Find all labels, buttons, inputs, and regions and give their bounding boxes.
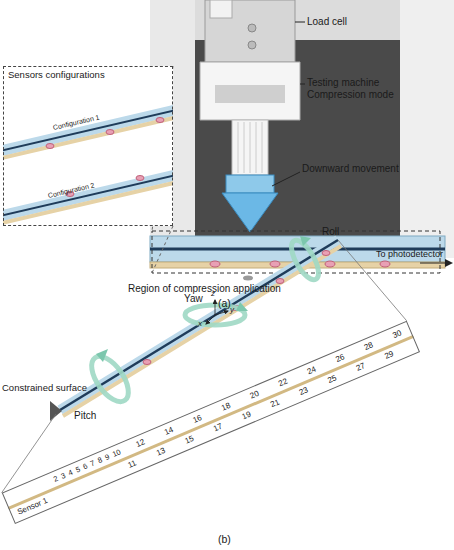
indenter-stem bbox=[232, 120, 268, 175]
sensor-number: 28 bbox=[363, 341, 375, 353]
indenter-head bbox=[226, 175, 274, 193]
configuration-label: Configuration 2 bbox=[47, 182, 95, 200]
roll-ring bbox=[286, 236, 324, 283]
sensor-number: Sensor 1 bbox=[16, 497, 49, 518]
rotation-arrowhead bbox=[300, 236, 311, 246]
sensor-number: 23 bbox=[298, 386, 310, 398]
sensor-dot bbox=[106, 130, 114, 135]
axis-arrow bbox=[206, 315, 215, 324]
indenter-pins bbox=[238, 122, 262, 173]
part-label: Load cell bbox=[307, 16, 347, 28]
magnify-line bbox=[2, 414, 56, 493]
sensor-number: 29 bbox=[384, 350, 396, 362]
sensor-number: 16 bbox=[192, 414, 204, 426]
sensor-rod bbox=[3, 175, 173, 216]
sensor-number: 26 bbox=[335, 353, 347, 365]
inset-frame: Sensors configurationsConfiguration 1 Con… bbox=[3, 66, 173, 226]
substrate-strip bbox=[3, 182, 173, 223]
sensor-dot bbox=[325, 261, 335, 267]
configuration-label: Configuration 1 bbox=[52, 114, 100, 132]
sensor-dot bbox=[156, 118, 164, 123]
sensor-dot bbox=[380, 261, 390, 267]
magnify-line bbox=[152, 226, 173, 273]
constraint-symbol bbox=[50, 401, 62, 421]
sensor-rod bbox=[3, 110, 173, 151]
sensor-number: 17 bbox=[212, 423, 224, 435]
sensor-number: 2 bbox=[52, 475, 59, 484]
sensor-number: 22 bbox=[278, 378, 290, 390]
machine-interior bbox=[195, 40, 400, 240]
sensor-number: 14 bbox=[163, 426, 175, 438]
sensor-dot bbox=[143, 360, 151, 365]
sensor-number: 13 bbox=[155, 447, 167, 459]
compression-mark bbox=[243, 276, 253, 281]
leader-line bbox=[295, 22, 305, 23]
leader-line bbox=[272, 172, 300, 186]
inset-fibers bbox=[3, 66, 173, 226]
optical-fiber bbox=[3, 110, 173, 151]
rotation-label: Yaw bbox=[184, 293, 203, 305]
sensor-number: 21 bbox=[270, 398, 282, 410]
machine-column bbox=[400, 0, 454, 258]
sensor-number: 5 bbox=[75, 466, 82, 475]
sensor-dot bbox=[276, 279, 284, 284]
sensor-number: 10 bbox=[111, 448, 122, 459]
sensor-number: 25 bbox=[327, 374, 339, 386]
rotation-arrowhead bbox=[236, 302, 248, 311]
screw bbox=[248, 24, 256, 32]
sensor-number: 19 bbox=[241, 410, 253, 422]
sensor-number: 30 bbox=[392, 329, 404, 341]
sensor-number: 15 bbox=[184, 435, 196, 447]
load-cell-connector bbox=[210, 0, 232, 18]
part-label: Testing machine Compression mode bbox=[307, 77, 407, 100]
output-label: To photodetector bbox=[376, 249, 443, 259]
rotation-label: Roll bbox=[322, 226, 339, 238]
sensor-number: 6 bbox=[82, 462, 89, 471]
sensor-number: 11 bbox=[127, 459, 138, 470]
inset-fiber bbox=[8, 336, 413, 508]
part-label: Constrained surface bbox=[2, 383, 87, 394]
panel-label: (b) bbox=[218, 533, 231, 545]
sensor-number: 7 bbox=[89, 459, 96, 468]
rotation-label: Pitch bbox=[74, 410, 96, 422]
sensor-number: 20 bbox=[249, 390, 261, 402]
pitch-ring bbox=[84, 350, 135, 408]
machine-housing bbox=[150, 0, 454, 258]
sensor-number: 9 bbox=[104, 453, 111, 462]
compression-fixture bbox=[200, 62, 300, 120]
sensor-number: 18 bbox=[220, 402, 232, 414]
region-label: Region of compression application bbox=[128, 283, 281, 295]
sensor-number: 8 bbox=[97, 456, 104, 465]
axis-label: x bbox=[198, 319, 202, 328]
sensor-number: 27 bbox=[355, 362, 367, 374]
sensor-dot bbox=[136, 176, 144, 181]
rotation-arrowhead bbox=[96, 349, 108, 362]
fixture-slot bbox=[215, 85, 285, 103]
panel-label: (a) bbox=[218, 297, 231, 309]
output-arrow bbox=[420, 263, 451, 264]
part-label: Downward movement bbox=[302, 163, 399, 175]
sensor-dot bbox=[270, 261, 280, 267]
sensor-dot bbox=[46, 144, 54, 149]
screw bbox=[248, 41, 256, 49]
axis-label: z bbox=[211, 289, 215, 298]
axis-arrow bbox=[215, 311, 228, 315]
sensor-layout-box: Sensor 123456789101112131415161718192021… bbox=[2, 321, 420, 524]
load-cell bbox=[205, 0, 295, 62]
sensor-number: 24 bbox=[306, 365, 318, 377]
leader-line bbox=[300, 84, 305, 85]
sensor-number: 4 bbox=[67, 469, 74, 478]
sensor-dot bbox=[210, 261, 220, 267]
inset-heading: Sensors configurations bbox=[8, 70, 105, 80]
sensor-dot bbox=[322, 251, 330, 256]
sensor-number: 3 bbox=[60, 472, 67, 481]
axis-arrow bbox=[215, 300, 216, 315]
indenter-cone bbox=[222, 193, 278, 232]
optical-fiber bbox=[3, 175, 173, 216]
axis-label: y bbox=[230, 305, 234, 314]
sensor-number: 12 bbox=[135, 438, 147, 450]
